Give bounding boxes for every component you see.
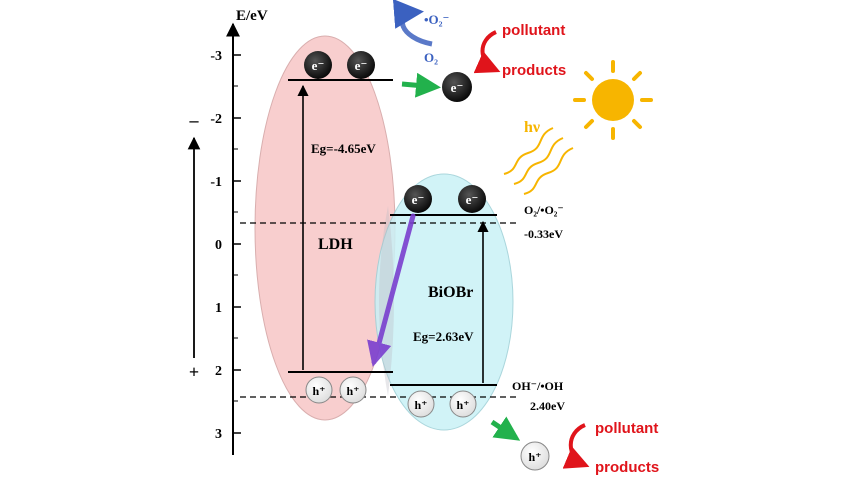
- o2-couple-label: O₂/•O₂⁻: [524, 203, 564, 217]
- top-products-label: products: [502, 62, 566, 79]
- biobr-electrons: e⁻ e⁻: [404, 185, 486, 213]
- hole: [339, 376, 367, 404]
- oxygen-label: O₂: [424, 50, 438, 65]
- sun-icon: [573, 60, 653, 140]
- tick-labels: -3 -2 -1 0 1 2 3: [210, 49, 222, 442]
- hole: [305, 376, 333, 404]
- o2-reduction-arrow: [392, 0, 433, 47]
- oh-couple-label: OH⁻/•OH: [512, 379, 564, 393]
- hole-release-arrow: [490, 416, 521, 441]
- free-electron-label: e⁻: [451, 80, 464, 95]
- biobr-ellipse: [374, 173, 514, 431]
- top-pollutant-label: pollutant: [502, 22, 565, 39]
- top-degradation: pollutant products: [473, 22, 566, 79]
- electron-label: e⁻: [355, 58, 368, 73]
- hole: [407, 390, 435, 418]
- biobr-bands: Eg=2.63eV BiOBr: [390, 214, 497, 386]
- minus-sign: –: [189, 110, 200, 130]
- free-hole: [520, 441, 550, 471]
- electron: [347, 51, 375, 79]
- hole-label: h⁺: [312, 384, 325, 398]
- o2-potential-value: -0.33eV: [524, 227, 563, 241]
- hole-label: h⁺: [414, 398, 427, 412]
- hole: [449, 390, 477, 418]
- light-label: hν: [524, 119, 540, 136]
- bottom-degradation: pollutant products: [562, 420, 659, 476]
- top-degradation-arrow: [473, 30, 501, 74]
- hole-label: h⁺: [346, 384, 359, 398]
- hole-label: h⁺: [456, 398, 469, 412]
- axis-ticks: [233, 54, 241, 434]
- electron-label: e⁻: [312, 58, 325, 73]
- tick-label: -3: [210, 49, 222, 64]
- tick-label: 3: [215, 427, 222, 442]
- tick-label: 0: [215, 238, 222, 253]
- ldh-label: LDH: [318, 236, 353, 253]
- biobr-holes: h⁺ h⁺: [407, 390, 477, 418]
- ldh-electrons: e⁻ e⁻: [304, 51, 375, 79]
- axis-label: E/eV: [236, 8, 268, 24]
- tick-label: -2: [210, 112, 222, 127]
- tick-label: -1: [210, 175, 222, 190]
- energy-axis: E/eV -3 -2 -1 0 1 2 3: [210, 8, 268, 455]
- electron-label: e⁻: [412, 192, 425, 207]
- electron-transfer-arrow: [367, 213, 416, 367]
- tick-label: 2: [215, 364, 222, 379]
- light-waves-icon: [503, 127, 574, 195]
- electron: [304, 51, 332, 79]
- free-electron: [442, 72, 472, 102]
- o2-potential-labels: O₂/•O₂⁻ -0.33eV: [524, 203, 564, 241]
- ldh-bands: Eg=-4.65eV LDH: [288, 79, 393, 373]
- bottom-pollutant-label: pollutant: [595, 420, 658, 437]
- oh-potential-value: 2.40eV: [530, 399, 565, 413]
- biobr-label: BiOBr: [428, 284, 473, 301]
- electron-release-arrow: [401, 72, 441, 98]
- bottom-degradation-arrow: [562, 423, 590, 469]
- free-hole-label: h⁺: [528, 450, 541, 464]
- ldh-bandgap-label: Eg=-4.65eV: [311, 141, 376, 156]
- superoxide-cycle: •O₂⁻ O₂: [392, 0, 449, 65]
- oh-potential-labels: OH⁻/•OH 2.40eV: [512, 379, 565, 413]
- electron: [404, 185, 432, 213]
- electron-label: e⁻: [466, 192, 479, 207]
- ldh-holes: h⁺ h⁺: [305, 376, 367, 404]
- bottom-products-label: products: [595, 459, 659, 476]
- potential-direction: – +: [187, 110, 201, 382]
- superoxide-label: •O₂⁻: [424, 12, 449, 27]
- biobr-bandgap-label: Eg=2.63eV: [413, 329, 474, 344]
- electron: [458, 185, 486, 213]
- plus-sign: +: [189, 362, 199, 382]
- tick-label: 1: [215, 301, 222, 316]
